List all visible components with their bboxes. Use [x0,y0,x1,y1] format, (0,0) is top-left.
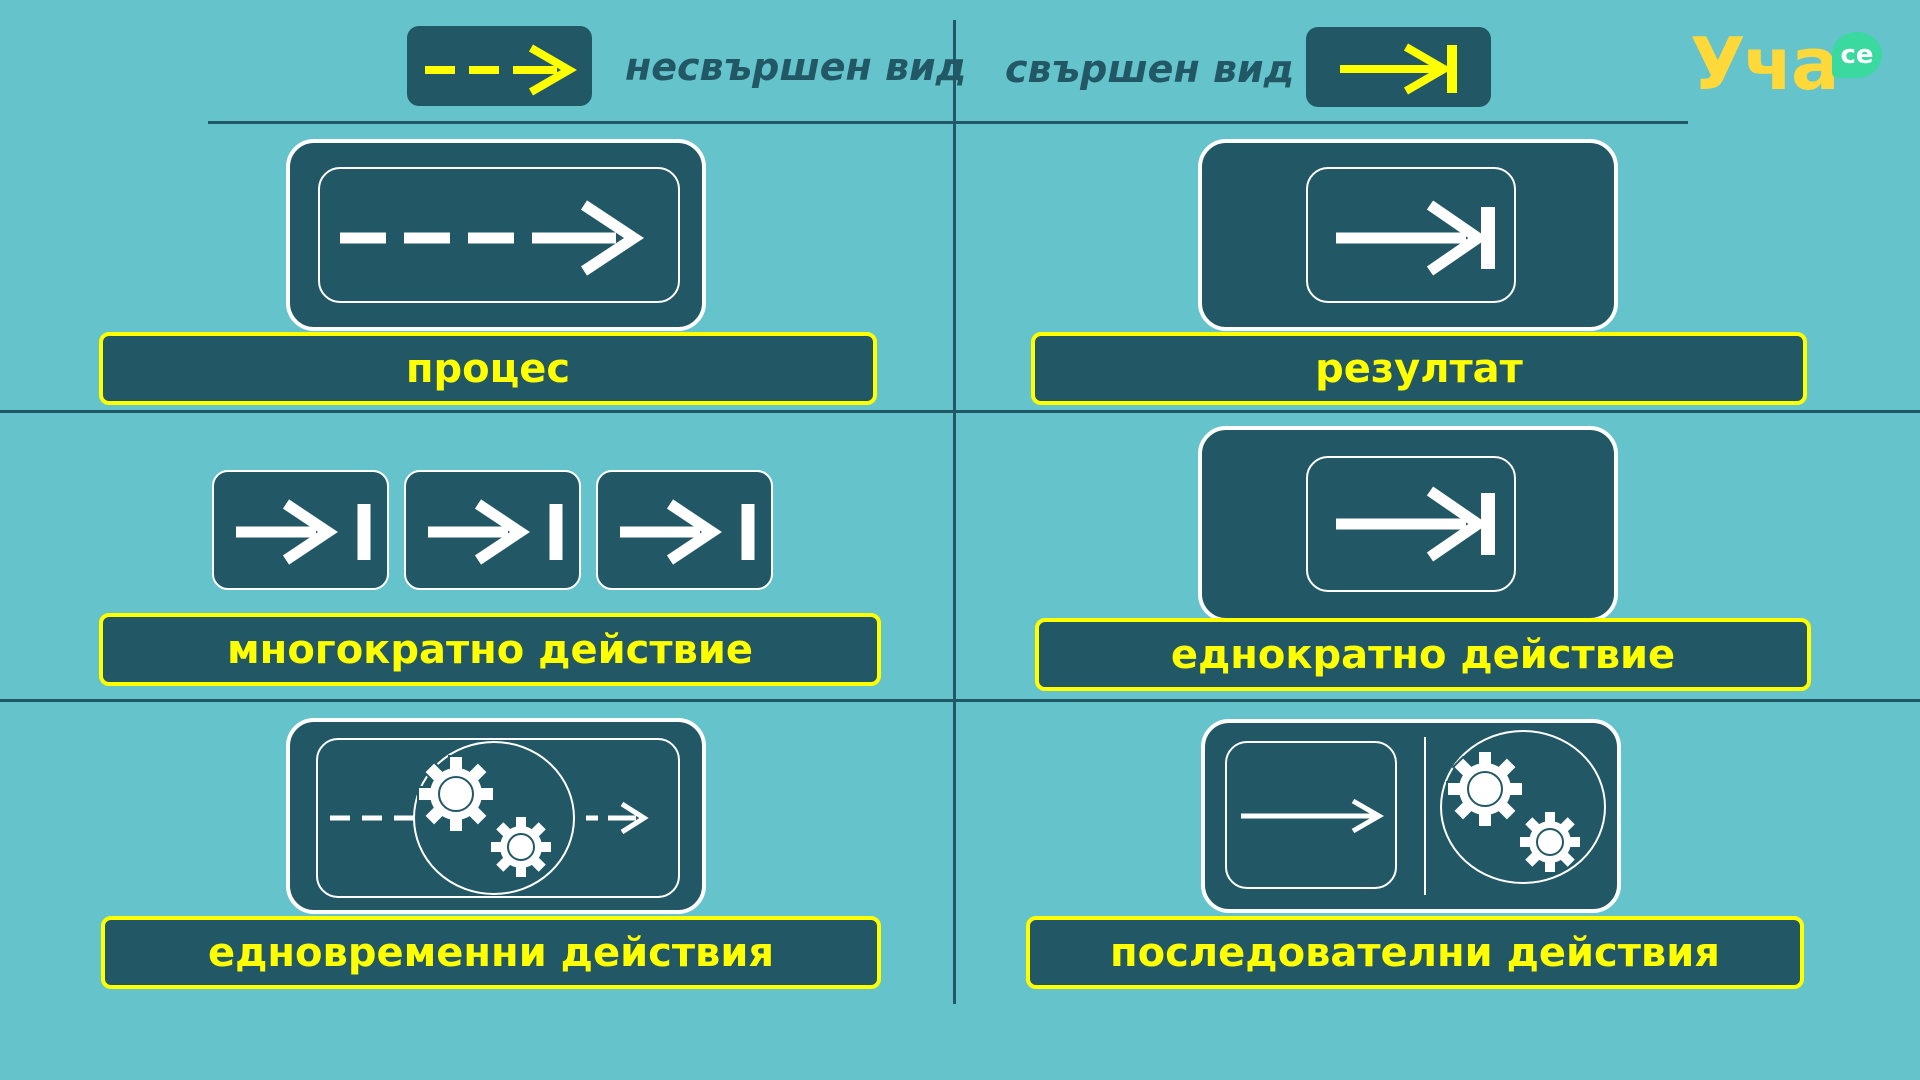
arrow-to-bar-icon [620,499,755,565]
row-divider-2 [0,699,1920,702]
sequential-card [1201,719,1621,913]
arrow-to-bar-icon [428,499,563,565]
logo-bubble: се [1832,32,1882,78]
gears-circle [1440,730,1606,884]
arrow-to-bar-icon [236,499,371,565]
legend-imperfective-label: несвършен вид [625,45,967,89]
logo-superscript: се [1840,40,1874,70]
result-label: резултат [1031,332,1807,405]
simultaneous-inner-frame [316,738,680,898]
process-card [286,139,706,331]
sequential-label: последователни действия [1026,916,1804,989]
single-label: еднократно действие [1035,618,1811,691]
brand-logo: Уча се [1690,28,1890,108]
legend-perfective-label: свършен вид [1005,47,1295,91]
arrow-to-bar-icon [1336,486,1495,562]
arrow-to-bar-icon [1340,43,1457,95]
process-inner-frame [318,167,680,303]
simultaneous-label: едновременни действия [101,916,881,989]
sequential-diagram [1241,730,1606,895]
arrow-to-bar-icon [1336,200,1495,276]
gear-icon [489,815,553,879]
legend-dashed-arrow-chip [407,26,592,106]
sequential-arrow-frame [1225,741,1397,889]
legend-bar-arrow-chip [1306,27,1491,107]
repeated-box-1 [212,470,389,590]
dashed-arrow-icon [425,44,577,96]
repeated-label: многократно действие [99,613,881,686]
repeated-box-2 [404,470,581,590]
gear-icon [1446,750,1524,828]
simultaneous-card [286,718,706,914]
result-card [1198,139,1618,331]
gear-icon [417,755,495,833]
result-inner-frame [1306,167,1516,303]
dashed-arrow-icon [340,200,644,276]
gear-icon [1518,810,1582,874]
simultaneous-diagram [330,741,649,895]
header-divider [208,121,1688,124]
process-label: процес [99,332,877,405]
single-card [1198,426,1618,622]
column-divider [953,20,956,1004]
row-divider-1 [0,410,1920,413]
repeated-box-3 [596,470,773,590]
logo-text: Уча [1690,22,1840,106]
gears-circle [413,741,575,895]
single-inner-frame [1306,456,1516,592]
